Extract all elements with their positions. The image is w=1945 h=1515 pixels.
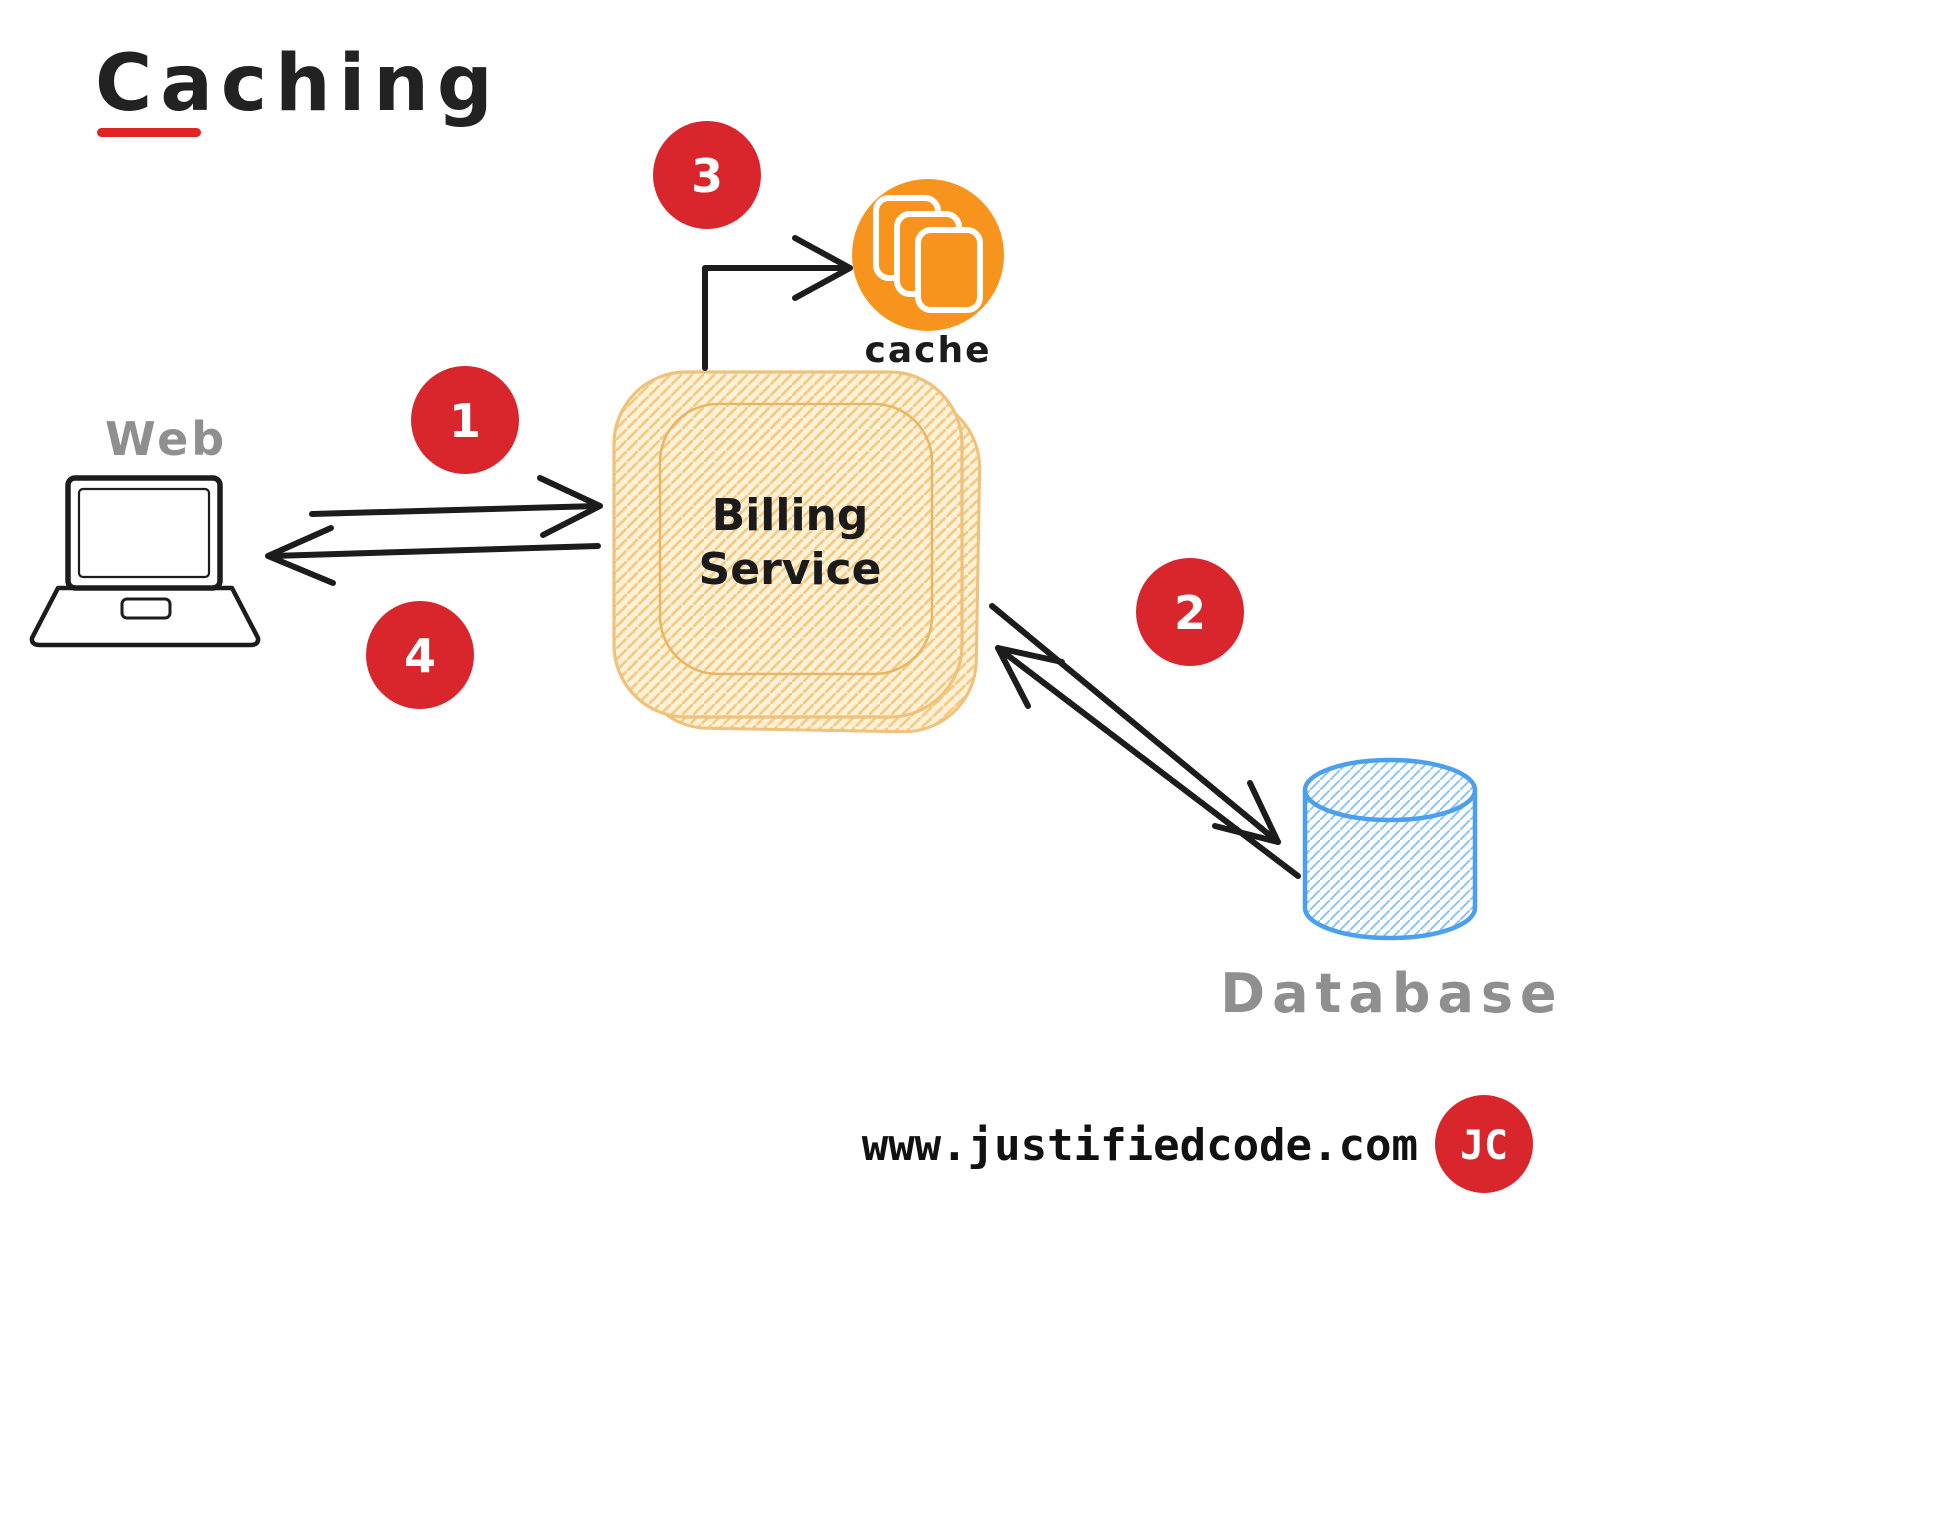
step-badge-4-number: 4 — [404, 629, 436, 683]
database-label: Database — [1220, 962, 1563, 1025]
footer: www.justifiedcode.com JC — [862, 1095, 1533, 1193]
step-badge-3-number: 3 — [691, 149, 723, 203]
step-badge-2: 2 — [1136, 558, 1244, 666]
arrow-web-to-billing-head — [537, 475, 603, 538]
title-underline — [97, 128, 201, 137]
page-title: Caching — [95, 39, 501, 129]
billing-label-line1: Billing — [712, 490, 869, 541]
arrow-billing-to-cache — [702, 265, 845, 371]
billing-box-outer — [612, 370, 964, 719]
database-cylinder-icon — [1302, 757, 1478, 941]
cache-node: cache — [852, 179, 1004, 371]
arrow-billing-to-cache-head — [792, 235, 853, 301]
step-badge-1: 1 — [411, 366, 519, 474]
cache-cards-icon — [873, 195, 983, 313]
billing-label-line2: Service — [699, 544, 882, 595]
arrow-billing-to-web-head — [265, 525, 336, 586]
jc-logo-badge — [1435, 1095, 1533, 1193]
arrow-database-to-billing-head — [995, 645, 1065, 709]
arrow-web-to-billing — [309, 503, 601, 517]
arrow-database-to-billing — [995, 645, 1301, 879]
arrow-billing-to-web — [269, 543, 601, 559]
step-badge-3: 3 — [653, 121, 761, 229]
cache-label: cache — [864, 330, 991, 371]
billing-box-inner-sketch — [658, 402, 934, 676]
database-node: Database — [1220, 757, 1563, 1025]
arrows — [265, 235, 1301, 879]
web-label: Web — [105, 412, 227, 466]
footer-url: www.justifiedcode.com — [862, 1120, 1418, 1171]
step-badge-4: 4 — [366, 601, 474, 709]
web-node: Web — [29, 412, 261, 648]
step-badges: 1 2 3 4 — [366, 121, 1244, 709]
billing-service-node: Billing Service — [612, 370, 982, 734]
laptop-icon — [29, 475, 261, 648]
arrow-billing-to-database — [989, 603, 1281, 845]
step-badge-2-number: 2 — [1174, 586, 1206, 640]
step-badge-1-number: 1 — [449, 394, 481, 448]
jc-logo-text: JC — [1460, 1123, 1508, 1169]
